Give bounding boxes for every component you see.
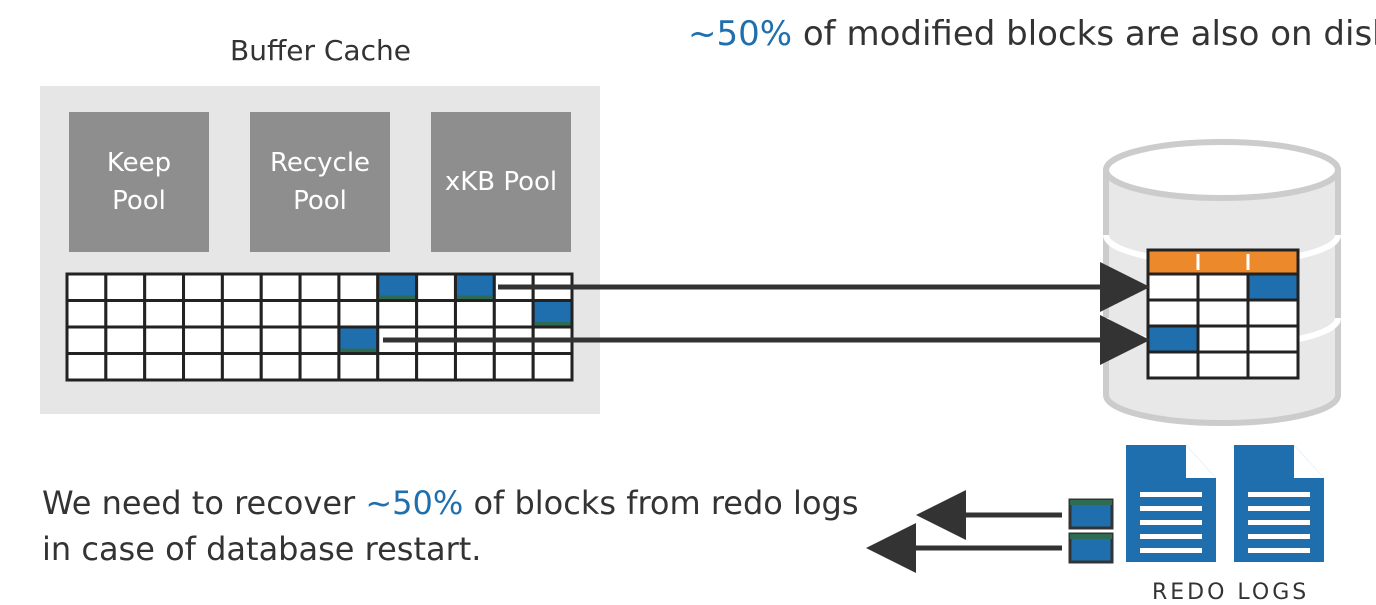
cache-block bbox=[259, 352, 302, 382]
cache-block bbox=[220, 299, 263, 329]
top-note: ~50% of modified blocks are also on disk… bbox=[688, 14, 1376, 54]
cache-block bbox=[453, 299, 496, 329]
cache-block bbox=[104, 325, 147, 355]
redo-log-file-icon-1 bbox=[1126, 445, 1216, 562]
cache-block bbox=[415, 352, 457, 382]
redo-log-file-icon-2 bbox=[1234, 445, 1324, 562]
xkb-pool: xKB Pool bbox=[431, 112, 571, 252]
cache-block bbox=[220, 325, 263, 355]
bottom-note-highlight: ~50% bbox=[365, 484, 464, 522]
recycle-pool: Recycle Pool bbox=[250, 112, 390, 252]
cache-block bbox=[104, 299, 147, 329]
cache-block bbox=[298, 272, 341, 302]
cache-block bbox=[182, 352, 224, 382]
cache-block bbox=[182, 299, 224, 329]
cache-block bbox=[259, 272, 302, 302]
cache-block bbox=[298, 325, 341, 355]
modified-block-edge bbox=[340, 348, 377, 352]
cache-block bbox=[143, 299, 186, 329]
cache-block bbox=[143, 325, 186, 355]
cache-block bbox=[337, 272, 380, 302]
disk-block bbox=[1146, 272, 1200, 302]
cache-block bbox=[376, 352, 419, 382]
bottom-note-line-2: in case of database restart. bbox=[42, 530, 482, 568]
cache-block bbox=[492, 299, 535, 329]
cache-block bbox=[104, 352, 147, 382]
cache-block bbox=[220, 352, 263, 382]
bottom-note-line-1-post: of blocks from redo logs bbox=[463, 484, 859, 522]
cache-block bbox=[65, 325, 108, 355]
top-note-text: of modified blocks are also on disk. bbox=[792, 14, 1376, 54]
disk-block bbox=[1146, 350, 1200, 380]
keep-pool-label: Keep Pool bbox=[106, 148, 172, 216]
keep-pool: Keep Pool bbox=[69, 112, 209, 252]
disk-block bbox=[1196, 298, 1250, 328]
modified-block-edge bbox=[379, 295, 416, 299]
cache-block bbox=[65, 299, 108, 329]
cache-block bbox=[415, 299, 457, 329]
cache-block bbox=[531, 352, 574, 382]
cache-block bbox=[337, 352, 380, 382]
cache-block bbox=[259, 325, 302, 355]
cache-block bbox=[298, 352, 341, 382]
redo-block-2 bbox=[1068, 532, 1114, 564]
modified-block-edge bbox=[456, 295, 493, 299]
cache-block bbox=[182, 272, 224, 302]
cache-block bbox=[492, 352, 535, 382]
cache-block bbox=[182, 325, 224, 355]
cache-block bbox=[143, 352, 186, 382]
recycle-pool-label: Recycle Pool bbox=[269, 148, 371, 216]
disk-modified-block bbox=[1246, 272, 1300, 302]
disk-block bbox=[1196, 350, 1250, 380]
cache-block bbox=[415, 272, 457, 302]
cache-block bbox=[298, 299, 341, 329]
xkb-pool-label: xKB Pool bbox=[444, 167, 558, 197]
cache-block bbox=[376, 299, 419, 329]
disk-block-table bbox=[1146, 248, 1300, 380]
disk-block bbox=[1246, 324, 1300, 354]
cache-block bbox=[65, 352, 108, 382]
disk-block bbox=[1246, 298, 1300, 328]
cache-block bbox=[259, 299, 302, 329]
disk-block bbox=[1196, 324, 1250, 354]
modified-block-edge bbox=[534, 322, 571, 326]
cache-block bbox=[337, 299, 380, 329]
disk-block bbox=[1146, 298, 1200, 328]
bottom-note-line-1-pre: We need to recover bbox=[42, 484, 366, 522]
disk-table-header bbox=[1146, 248, 1300, 276]
bottom-note: We need to recover ~50% of blocks from r… bbox=[42, 480, 859, 572]
redo-logs-label: REDO LOGS bbox=[1152, 580, 1310, 605]
cache-block bbox=[143, 272, 186, 302]
redo-block-1 bbox=[1068, 498, 1114, 530]
disk-block bbox=[1246, 350, 1300, 380]
cache-block bbox=[65, 272, 108, 302]
disk-block bbox=[1196, 272, 1250, 302]
cache-block bbox=[220, 272, 263, 302]
cache-block bbox=[104, 272, 147, 302]
top-note-highlight: ~50% bbox=[688, 14, 793, 54]
buffer-cache-block-grid bbox=[65, 272, 574, 382]
bottom-note-line-1: We need to recover ~50% of blocks from r… bbox=[42, 480, 859, 526]
cache-block bbox=[453, 352, 496, 382]
disk-modified-block bbox=[1146, 324, 1200, 354]
buffer-cache-title: Buffer Cache bbox=[230, 34, 411, 67]
